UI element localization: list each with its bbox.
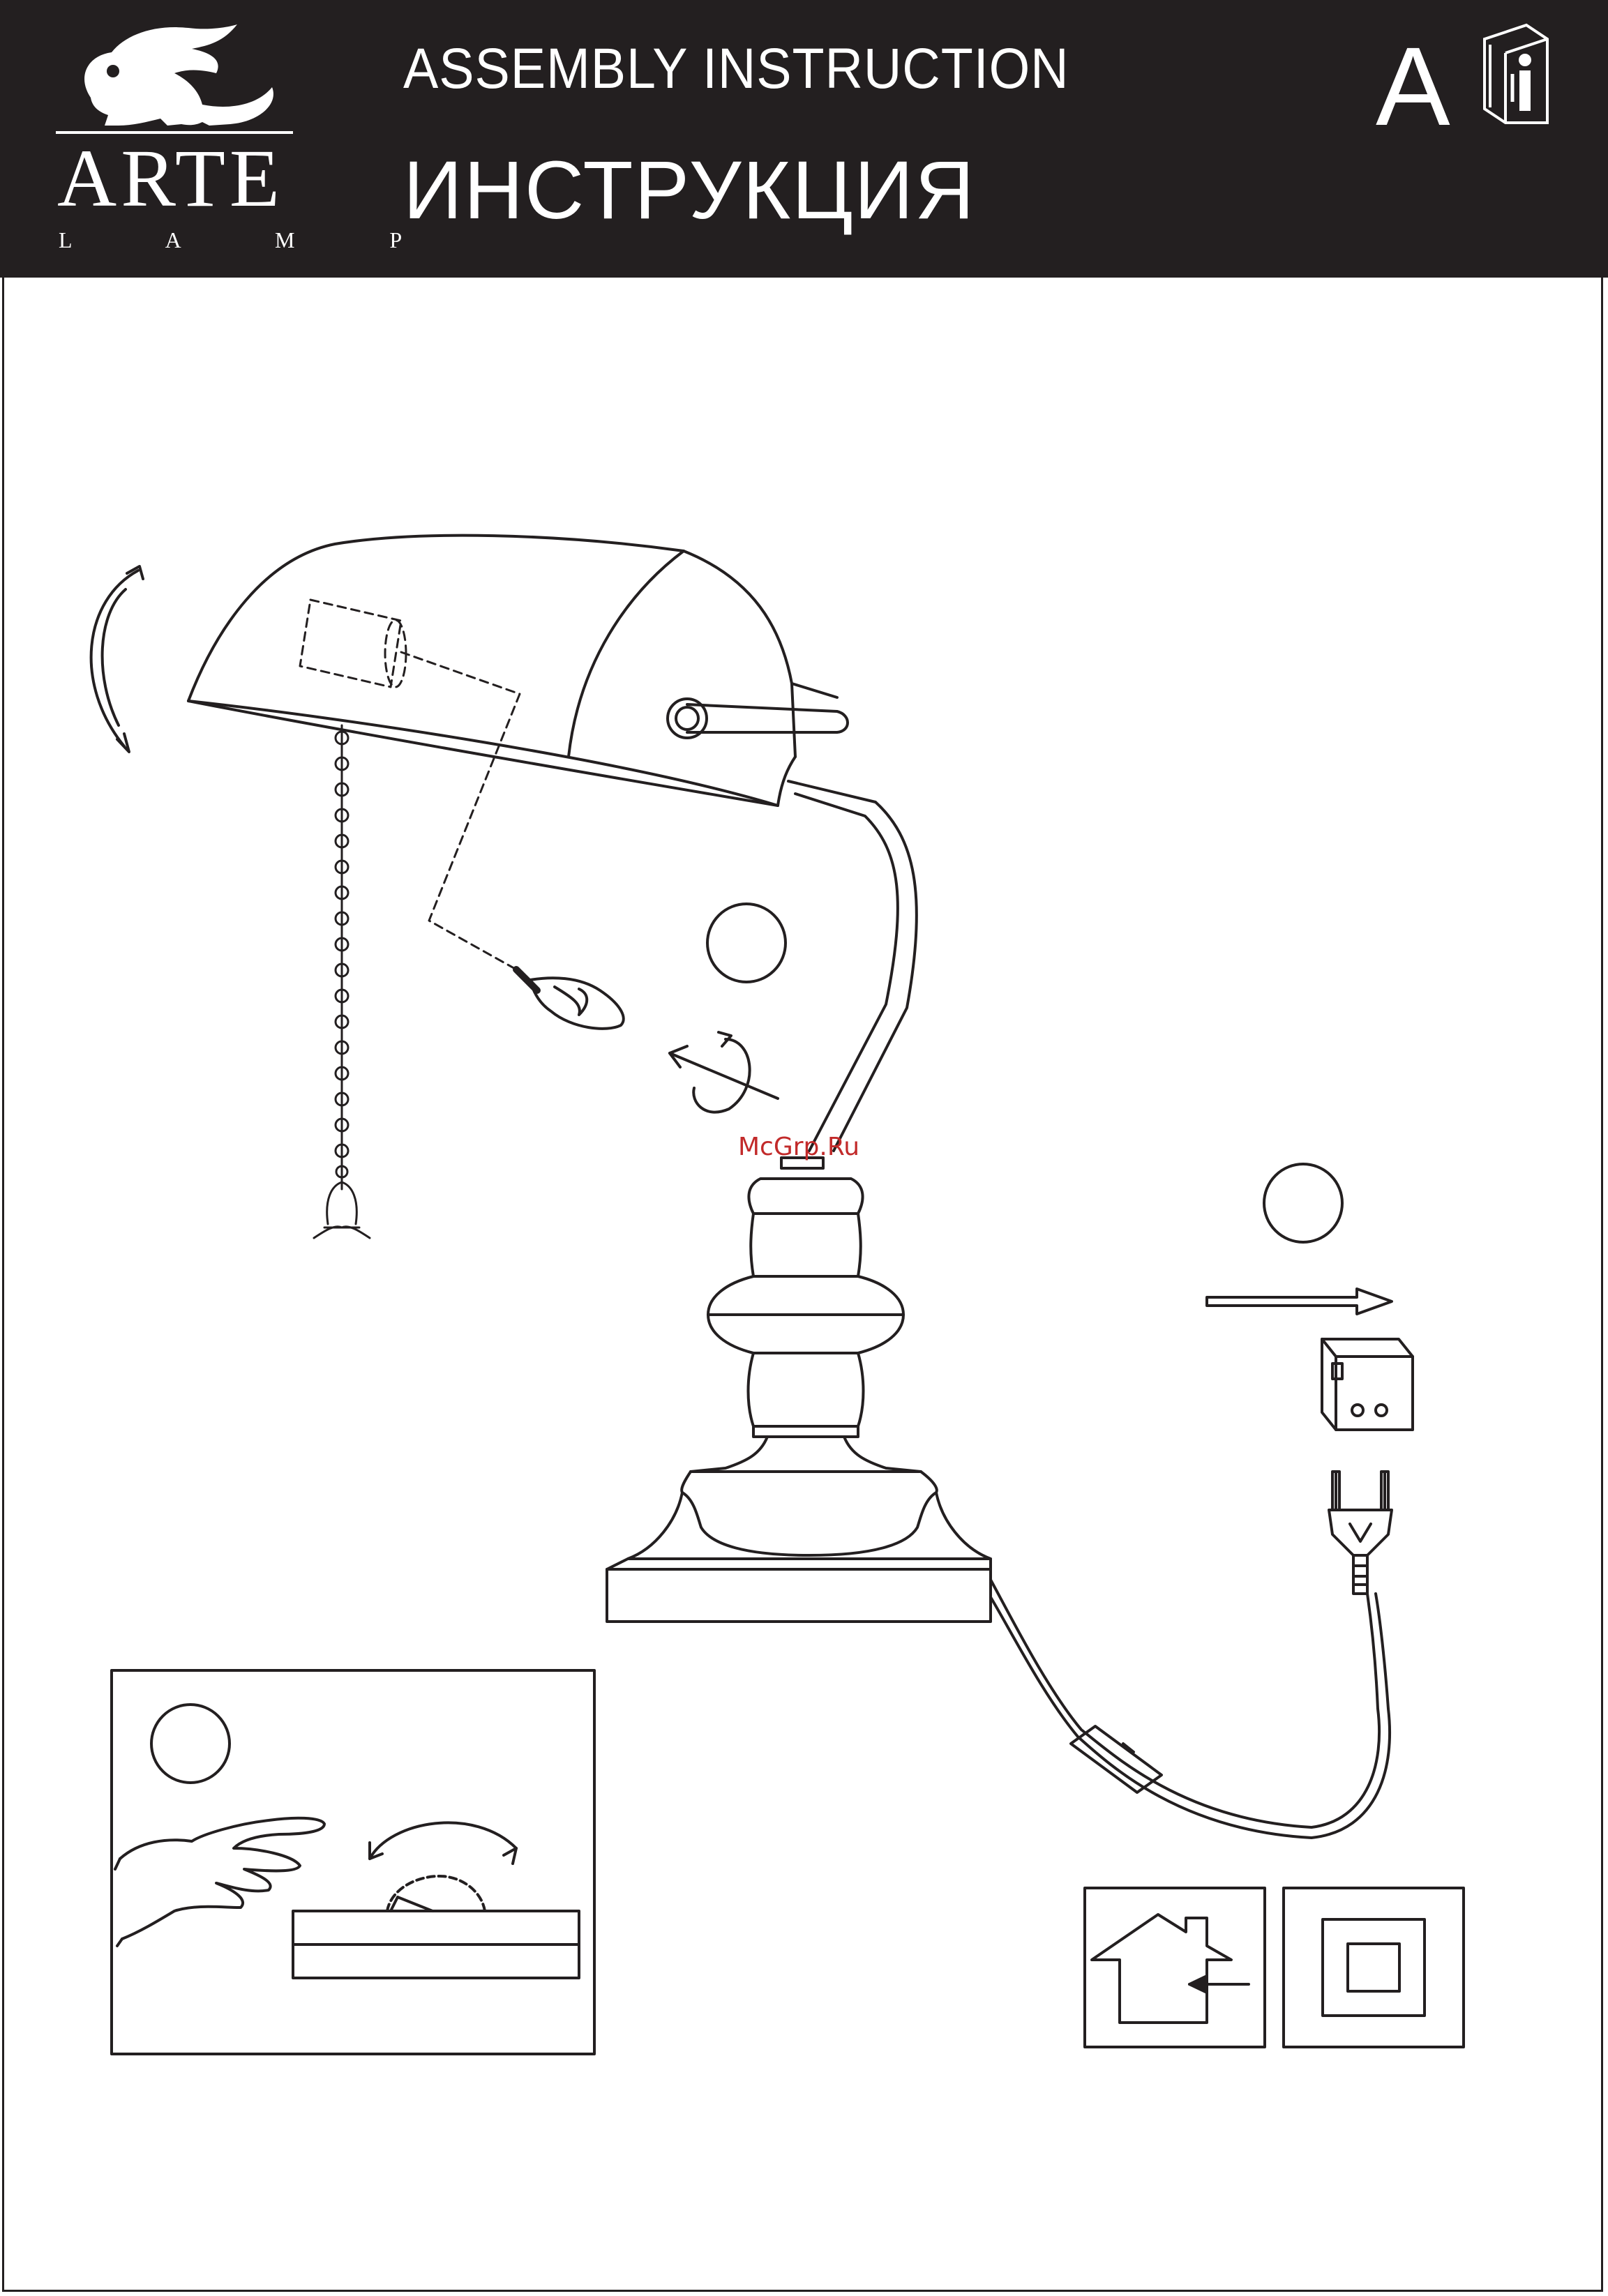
lamp-arm	[788, 781, 917, 1151]
step-marker-3	[151, 1705, 230, 1783]
wall-socket-icon	[1322, 1339, 1413, 1430]
power-cable	[991, 1580, 1390, 1838]
plug-in-arrow-icon	[1207, 1289, 1392, 1314]
indoor-use-icon	[1085, 1888, 1265, 2047]
watermark: McGrp.Ru	[738, 1133, 859, 1161]
class-ii-insulation-icon	[1284, 1888, 1464, 2047]
euro-plug-icon	[1329, 1472, 1392, 1594]
switch-operation-panel	[112, 1670, 594, 2054]
lamp-base	[607, 1158, 991, 1622]
candle-bulb	[516, 969, 624, 1029]
step-marker-1	[707, 904, 786, 982]
screw-in-arrow-icon	[670, 1032, 778, 1112]
lamp-shade	[188, 536, 848, 806]
pull-chain	[314, 725, 370, 1238]
bulb-placement-guide	[300, 600, 520, 969]
tilt-rotation-arrow-icon	[91, 566, 143, 752]
step-marker-2	[1264, 1164, 1342, 1242]
inline-switch	[1071, 1726, 1162, 1792]
